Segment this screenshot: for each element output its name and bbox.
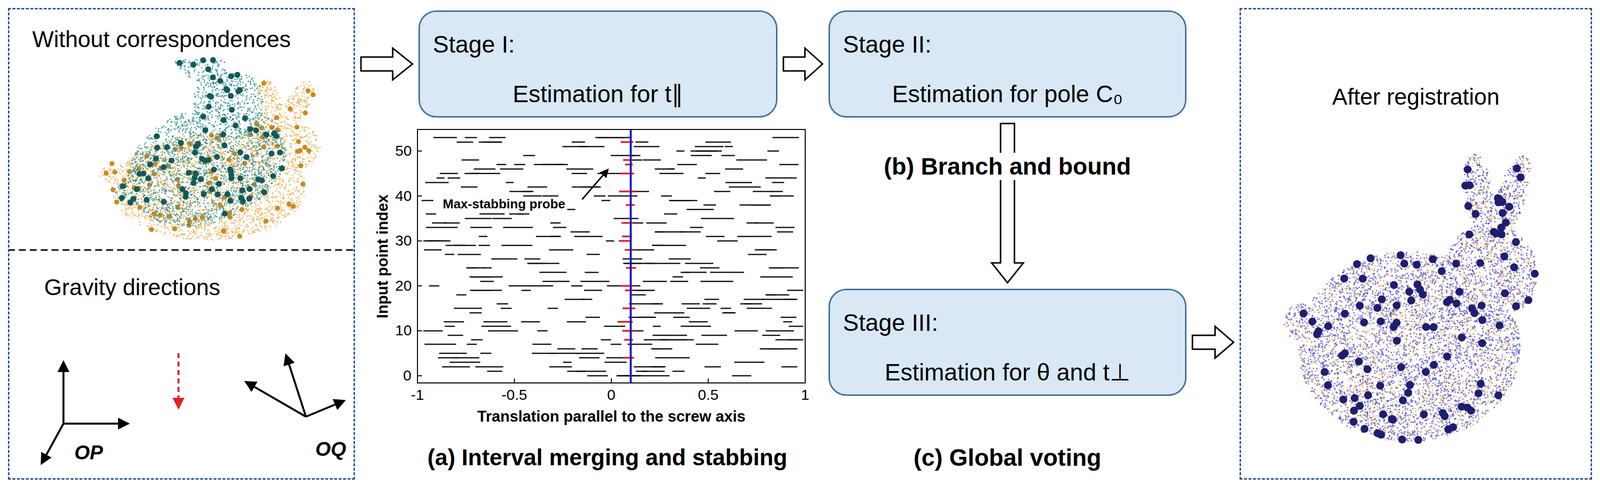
figure: Without correspondencesGravity direction… (0, 0, 1600, 501)
